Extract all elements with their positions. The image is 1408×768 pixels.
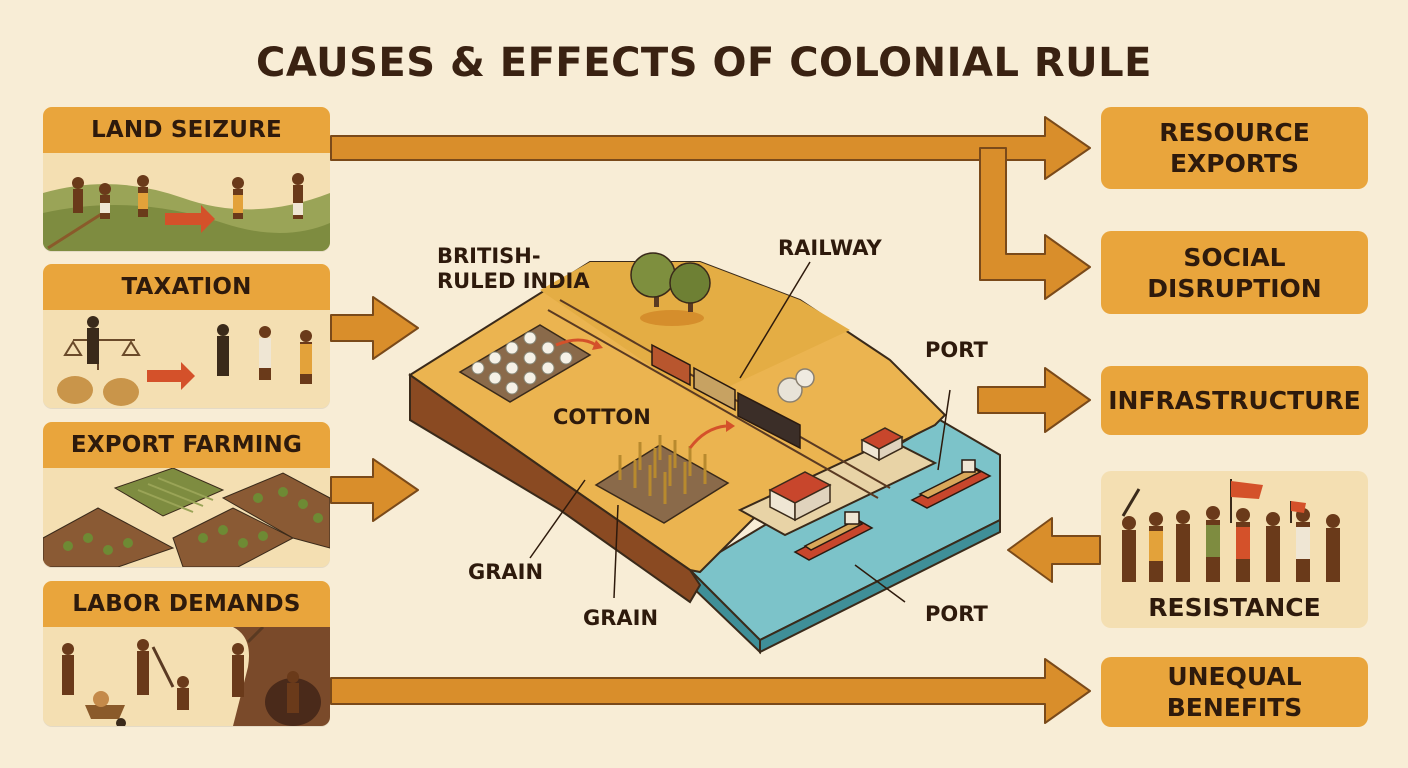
port-bottom-leader — [854, 564, 906, 603]
sea-front — [759, 518, 1001, 654]
cause-card-labor-demands: LABOR DEMANDS — [43, 581, 330, 726]
page-title: CAUSES & EFFECTS OF COLONIAL RULE — [256, 40, 1152, 86]
effect-social-disruption: SOCIAL DISRUPTION — [1101, 231, 1368, 314]
taxation-illustration — [43, 310, 330, 408]
effect-resistance: RESISTANCE — [1101, 471, 1368, 628]
arrow-land-to-resource-exports — [330, 116, 1091, 180]
cause-title: LABOR DEMANDS — [43, 581, 330, 627]
land-cliff — [409, 373, 702, 604]
railway-label: RAILWAY — [778, 236, 882, 260]
port-label-top: PORT — [925, 338, 988, 362]
arrow-icon — [165, 205, 215, 233]
arrow-icon — [147, 362, 195, 390]
train — [651, 343, 815, 450]
land-light — [540, 262, 850, 400]
arrow-resistance-to-map — [1007, 517, 1101, 583]
ship-icon — [793, 459, 992, 561]
export-farming-illustration — [43, 468, 330, 567]
region-label: BRITISH- RULED INDIA — [437, 244, 590, 293]
grain-label-left: GRAIN — [468, 560, 544, 584]
cause-title: LAND SEIZURE — [43, 107, 330, 153]
arrow-export-farming-to-map — [330, 458, 419, 522]
cotton-label: COTTON — [553, 405, 651, 429]
arrow-taxation-to-map — [330, 296, 419, 360]
arrow-map-to-infrastructure — [977, 367, 1091, 433]
port-top-leader — [937, 389, 951, 471]
land-seizure-illustration — [43, 153, 330, 251]
effect-unequal-benefits: UNEQUAL BENEFITS — [1101, 657, 1368, 727]
arrow-land-to-social-disruption — [979, 147, 1091, 300]
effect-resource-exports: RESOURCE EXPORTS — [1101, 107, 1368, 189]
tree-icon — [630, 252, 711, 326]
labor-demands-illustration — [43, 627, 330, 726]
grain-label-bottom: GRAIN — [583, 606, 659, 630]
cause-card-taxation: TAXATION — [43, 264, 330, 408]
railway-leader — [739, 261, 811, 379]
port-label-bottom: PORT — [925, 602, 988, 626]
effect-infrastructure: INFRASTRUCTURE — [1101, 366, 1368, 435]
cause-card-export-farming: EXPORT FARMING — [43, 422, 330, 567]
grain-field — [594, 435, 730, 524]
grain-left-leader — [529, 479, 586, 559]
resistance-illustration — [1121, 479, 1340, 582]
resistance-label: RESISTANCE — [1148, 593, 1321, 622]
cause-card-land-seizure: LAND SEIZURE — [43, 107, 330, 251]
cause-title: TAXATION — [43, 264, 330, 310]
arrow-labor-to-unequal-benefits — [330, 658, 1091, 724]
cause-title: EXPORT FARMING — [43, 422, 330, 468]
grain-bottom-leader — [613, 504, 619, 599]
flag-icon — [1231, 481, 1263, 499]
warehouse-icon — [768, 427, 904, 522]
flag-icon — [1291, 501, 1306, 513]
